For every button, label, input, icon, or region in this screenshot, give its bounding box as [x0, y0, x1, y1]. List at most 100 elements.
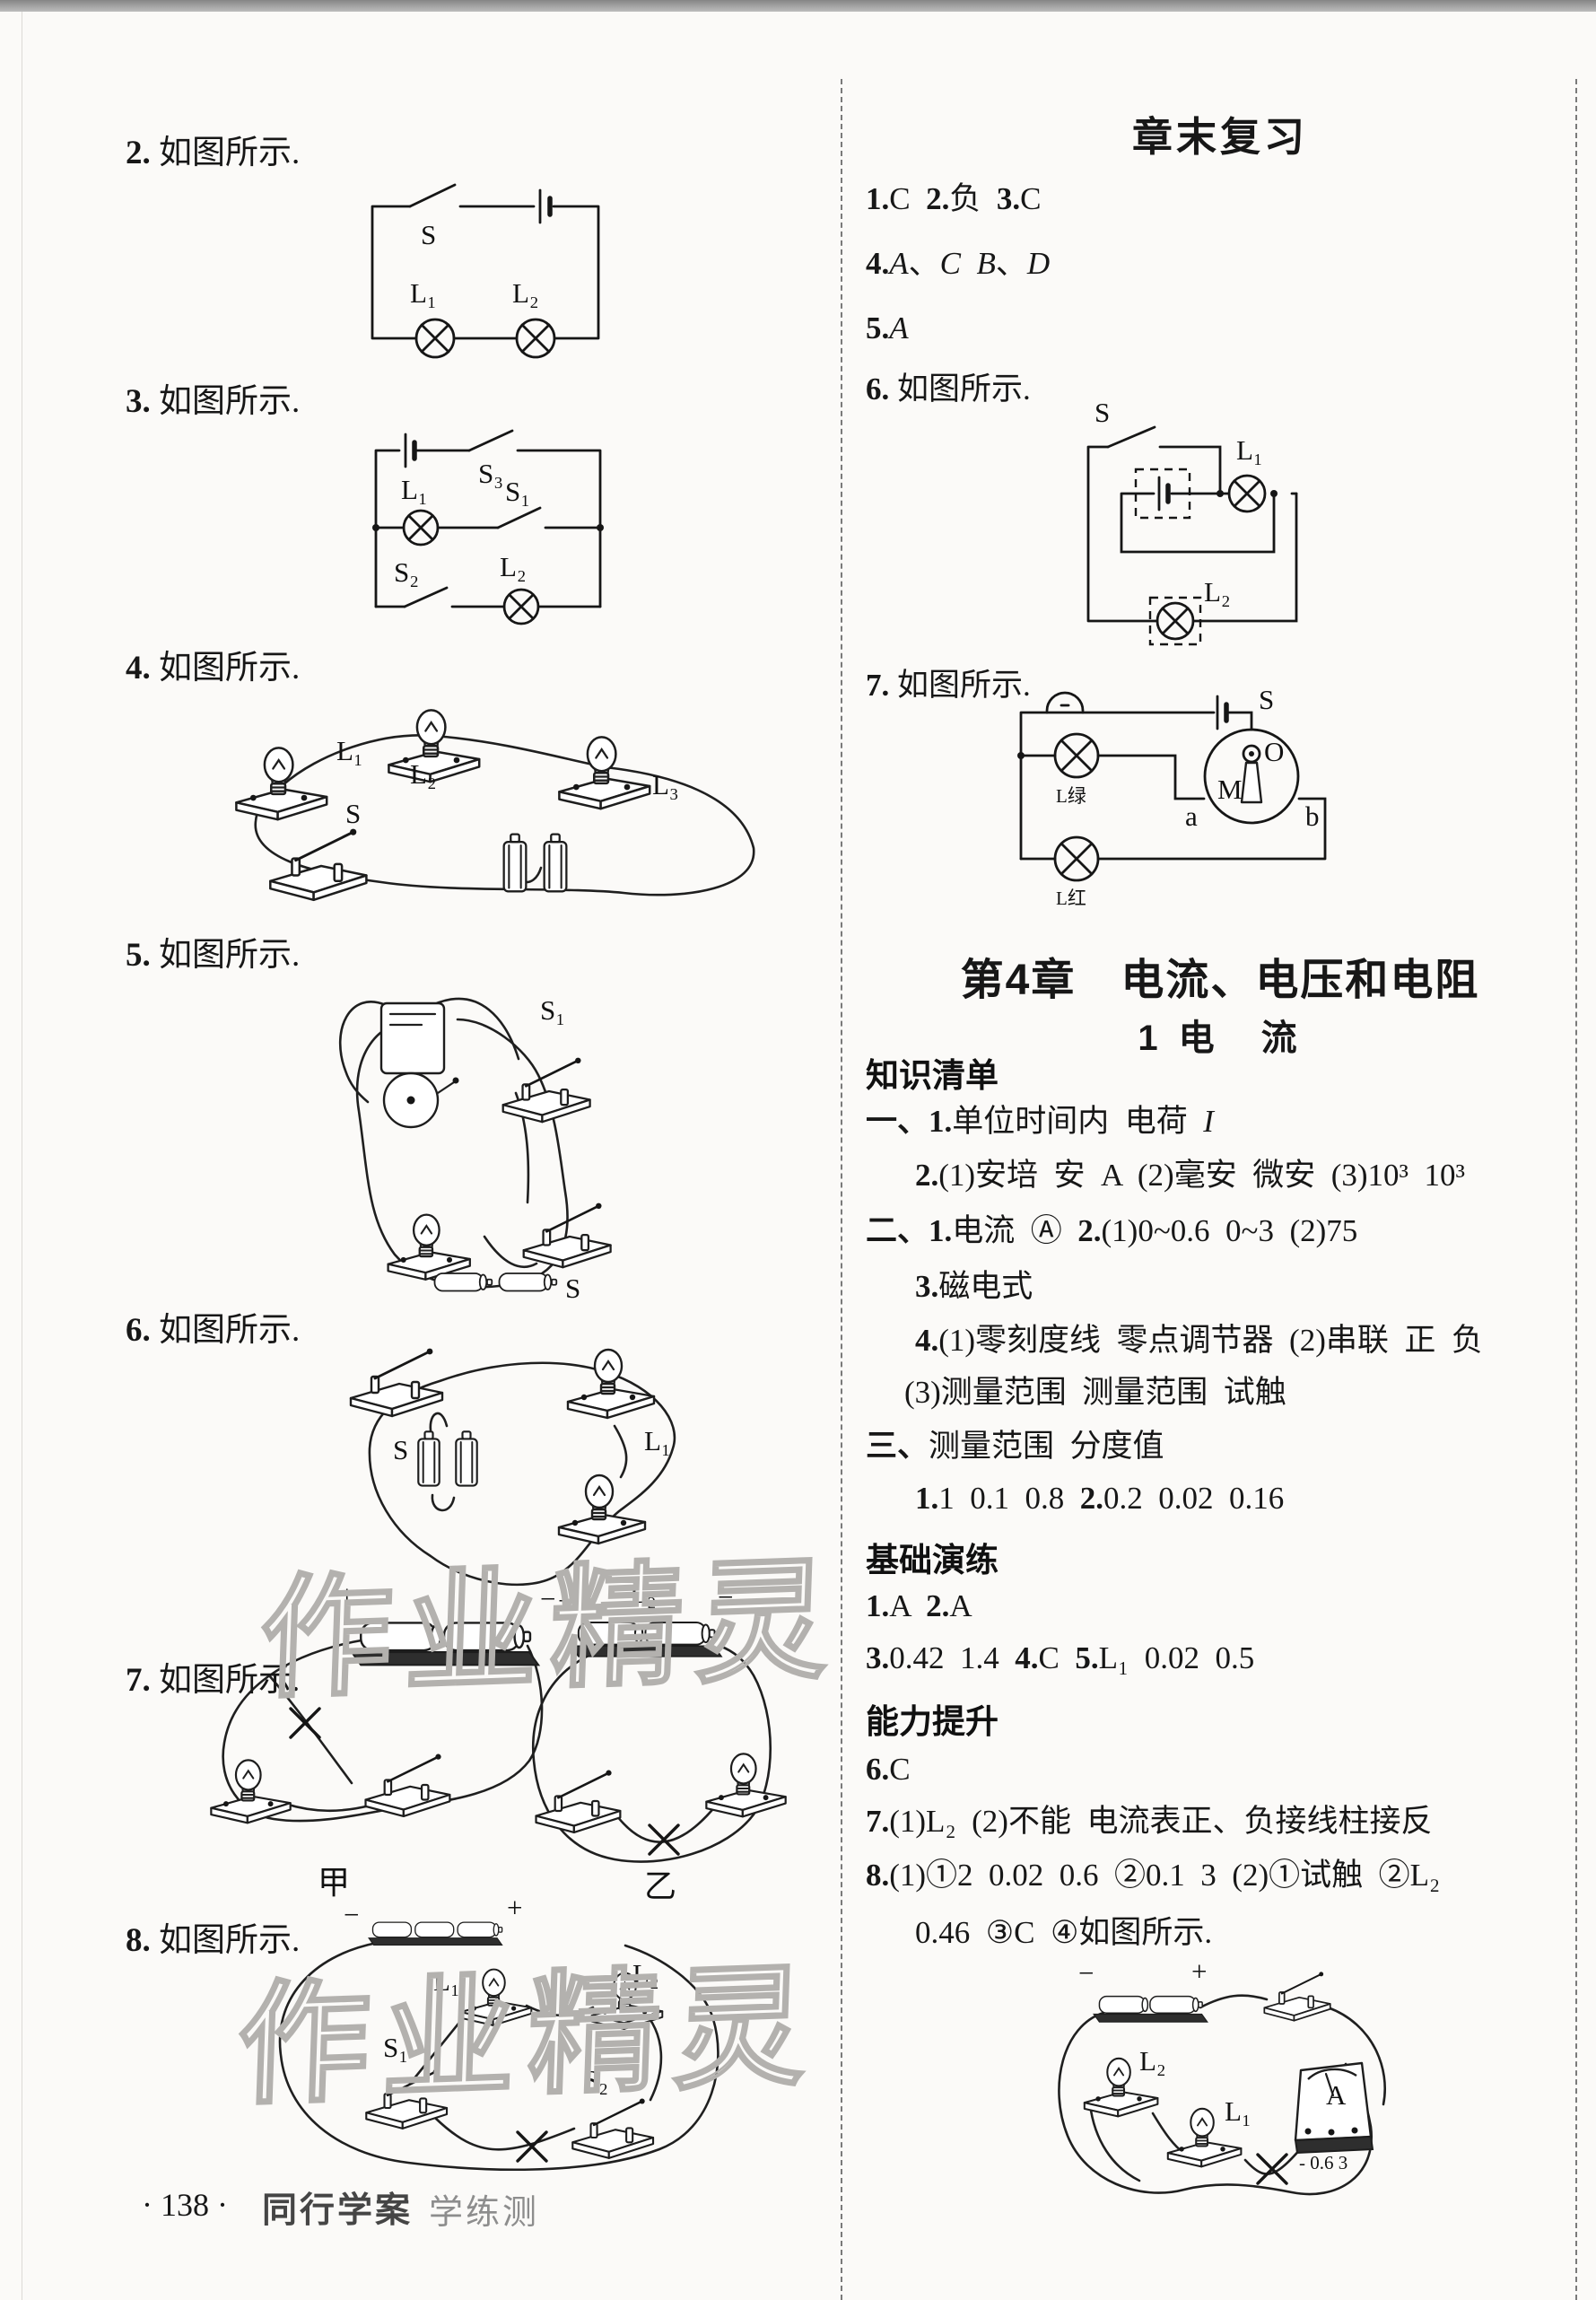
fig5-switch1-icon — [501, 1056, 591, 1124]
rfig7-lamp-green-label: L绿 — [1056, 785, 1086, 807]
knowledge-line-7: 三、测量范围 分度值 — [866, 1429, 1164, 1464]
fig8-switch2-icon — [571, 2097, 655, 2160]
fig4-lamp1-label: L₁ — [336, 735, 363, 766]
fig5-switch-label: S — [565, 1272, 580, 1304]
ability-line-3: 8.(1)①2 0.02 0.6 ②0.1 3 (2)①试触 ②L₂ — [866, 1858, 1441, 1893]
figure-4-pictorial-circuit: L₁ L₂ L₃ S — [235, 709, 755, 902]
fig6-cell2-icon — [455, 1430, 478, 1487]
rfig7-b-label: b — [1305, 800, 1320, 832]
review-ans-4: 4.A、C B、D — [866, 246, 1051, 281]
fig7-jia-break-mark — [289, 1707, 321, 1739]
fig6-switch-label: S — [393, 1434, 408, 1465]
rfig8-minus: − — [1078, 1957, 1094, 1989]
fig7-yi-battery-icon — [570, 1622, 722, 1657]
fig7-jia-switch-icon — [364, 1753, 451, 1818]
knowledge-line-2: 2.(1)安培 安 A (2)毫安 微安 (3)10³ 10³ — [915, 1158, 1466, 1193]
fig7-jia-label: 甲 — [318, 1865, 350, 1901]
knowledge-line-5: 4.(1)零刻度线 零点调节器 (2)串联 正 负 — [915, 1323, 1483, 1358]
rfig7-switch-label: S — [1259, 684, 1274, 715]
fig4-lamp2-label: L₂ — [410, 758, 437, 790]
fig8-lamp1-label: L₁ — [433, 1965, 460, 1997]
fig2-switch-label: S — [421, 219, 436, 250]
rfig8-ammeter-icon — [1294, 2061, 1374, 2155]
review-ans-7: 7. 如图所示. — [866, 668, 1031, 703]
rfig8-plus: + — [1191, 1955, 1207, 1987]
fig5-bell-icon — [379, 1001, 459, 1129]
fig6-switch-icon — [349, 1347, 444, 1418]
fig8-minus: − — [344, 1899, 359, 1930]
fig8-switch1-label: S₁ — [383, 2032, 408, 2063]
basic-line-1: 1.A 2.A — [866, 1588, 972, 1623]
rfig6-lamp1-label: L₁ — [1236, 434, 1263, 466]
fig6-cell1-icon — [417, 1430, 440, 1487]
rfig7-M-label: M — [1217, 774, 1243, 805]
review-figure-7-schematic: S O M a b L绿 L红 — [1017, 684, 1327, 909]
figure-5-pictorial-circuit: S₁ S — [338, 994, 612, 1304]
fig7-yi-switch-icon — [535, 1769, 622, 1834]
chapter-title: 第4章 电流、电压和电阻 — [960, 957, 1480, 1004]
item-3-caption: 3. 如图所示. — [126, 383, 301, 420]
fig7-jia-minus: − — [540, 1583, 555, 1614]
fig6-lamp1-icon — [566, 1348, 656, 1420]
rfig8-battery-icon — [1093, 1995, 1208, 2023]
footer-brand: 同行学案 — [262, 2191, 414, 2230]
basic-line-2: 3.0.42 1.4 4.C 5.L₁ 0.02 0.5 — [866, 1640, 1255, 1675]
figure-6-pictorial-circuit: S L₁ L₂ — [349, 1347, 676, 1609]
fig2-lamp2-label: L₂ — [512, 277, 539, 309]
knowledge-line-1: 一、1.单位时间内 电荷 I — [866, 1104, 1214, 1139]
heading-knowledge: 知识清单 — [866, 1057, 999, 1094]
ability-figure-8-pictorial: − + L₂ L₁ A - 0.6 3 — [1058, 1955, 1386, 2196]
figure-8-pictorial-circuit: − + L₁ L₂ S₁ S₂ — [278, 1892, 720, 2172]
fig7-yi-plus: + — [558, 1585, 573, 1616]
fig7-yi-label: 乙 — [644, 1868, 676, 1904]
fig3-switch3-label: S₃ — [478, 458, 503, 489]
fig3-switch2-label: S₂ — [394, 556, 419, 588]
fig2-lamp1-label: L₁ — [410, 277, 437, 309]
footer-series: 学练测 — [429, 2194, 540, 2232]
rfig8-lamp1-label: L₁ — [1225, 2095, 1252, 2127]
knowledge-line-8: 1.1 0.1 0.8 2.0.2 0.02 0.16 — [915, 1481, 1285, 1516]
rfig8-ammeter-label: A — [1326, 2079, 1347, 2111]
figure-7-pictorial-circuits: + − 甲 + − 乙 — [210, 1579, 787, 1904]
section-title: 1 电 流 — [1138, 1019, 1303, 1058]
page-number: · 138 · — [142, 2187, 228, 2223]
fig6-lamp2-icon — [557, 1474, 647, 1545]
rfig7-O-label: O — [1264, 736, 1284, 767]
ability-line-1: 6.C — [866, 1752, 911, 1787]
review-ans-5: 5.A — [866, 310, 909, 345]
item-4-caption: 4. 如图所示. — [126, 650, 301, 687]
rfig8-break-mark — [1256, 2153, 1288, 2185]
fig8-switch1-icon — [365, 2068, 449, 2130]
fig3-lamp1-label: L₁ — [401, 474, 428, 505]
fig5-switch1-label: S₁ — [540, 994, 565, 1026]
item-6-caption: 6. 如图所示. — [126, 1312, 301, 1349]
fig7-jia-plus: + — [339, 1579, 354, 1611]
column-divider-dashed — [841, 79, 842, 2300]
fig3-switch1-label: S₁ — [505, 476, 530, 507]
fig4-lamp1-icon — [235, 747, 328, 821]
knowledge-line-4: 3.磁电式 — [915, 1269, 1033, 1304]
fig8-lamp2-label: L₂ — [632, 1958, 659, 1990]
heading-basic: 基础演练 — [866, 1542, 999, 1579]
ability-line-4: 0.46 ③C ④如图所示. — [915, 1915, 1213, 1950]
item-7-caption: 7. 如图所示. — [126, 1662, 301, 1699]
review-ans-6: 6. 如图所示. — [866, 372, 1031, 407]
fig8-plus: + — [507, 1892, 522, 1923]
item-8-caption: 8. 如图所示. — [126, 1922, 301, 1959]
rfig6-switch-label: S — [1095, 397, 1110, 428]
fig5-cell1-icon — [433, 1272, 493, 1292]
review-figure-6-schematic: S L₁ L₂ — [1086, 397, 1298, 646]
fig3-lamp2-label: L₂ — [500, 551, 527, 582]
review-ans-1: 1.C 2.负 3.C — [866, 181, 1042, 216]
fig4-switch-icon — [268, 827, 368, 902]
page-right-border-dashed — [1575, 79, 1577, 2300]
scan-top-edge — [0, 0, 1596, 12]
ability-line-2: 7.(1)L₂ (2)不能 电流表正、负接线柱接反 — [866, 1804, 1433, 1839]
fig4-switch-label: S — [345, 798, 361, 829]
fig8-battery-icon — [368, 1921, 503, 1946]
fig4-lamp3-label: L₃ — [652, 769, 679, 800]
fig7-jia-battery-icon — [350, 1622, 540, 1666]
rfig8-switch-icon — [1263, 1971, 1331, 2022]
knowledge-line-6: (3)测量范围 测量范围 试触 — [904, 1375, 1286, 1410]
knowledge-line-3: 二、1.电流 Ⓐ 2.(1)0~0.6 0~3 (2)75 — [866, 1213, 1358, 1248]
